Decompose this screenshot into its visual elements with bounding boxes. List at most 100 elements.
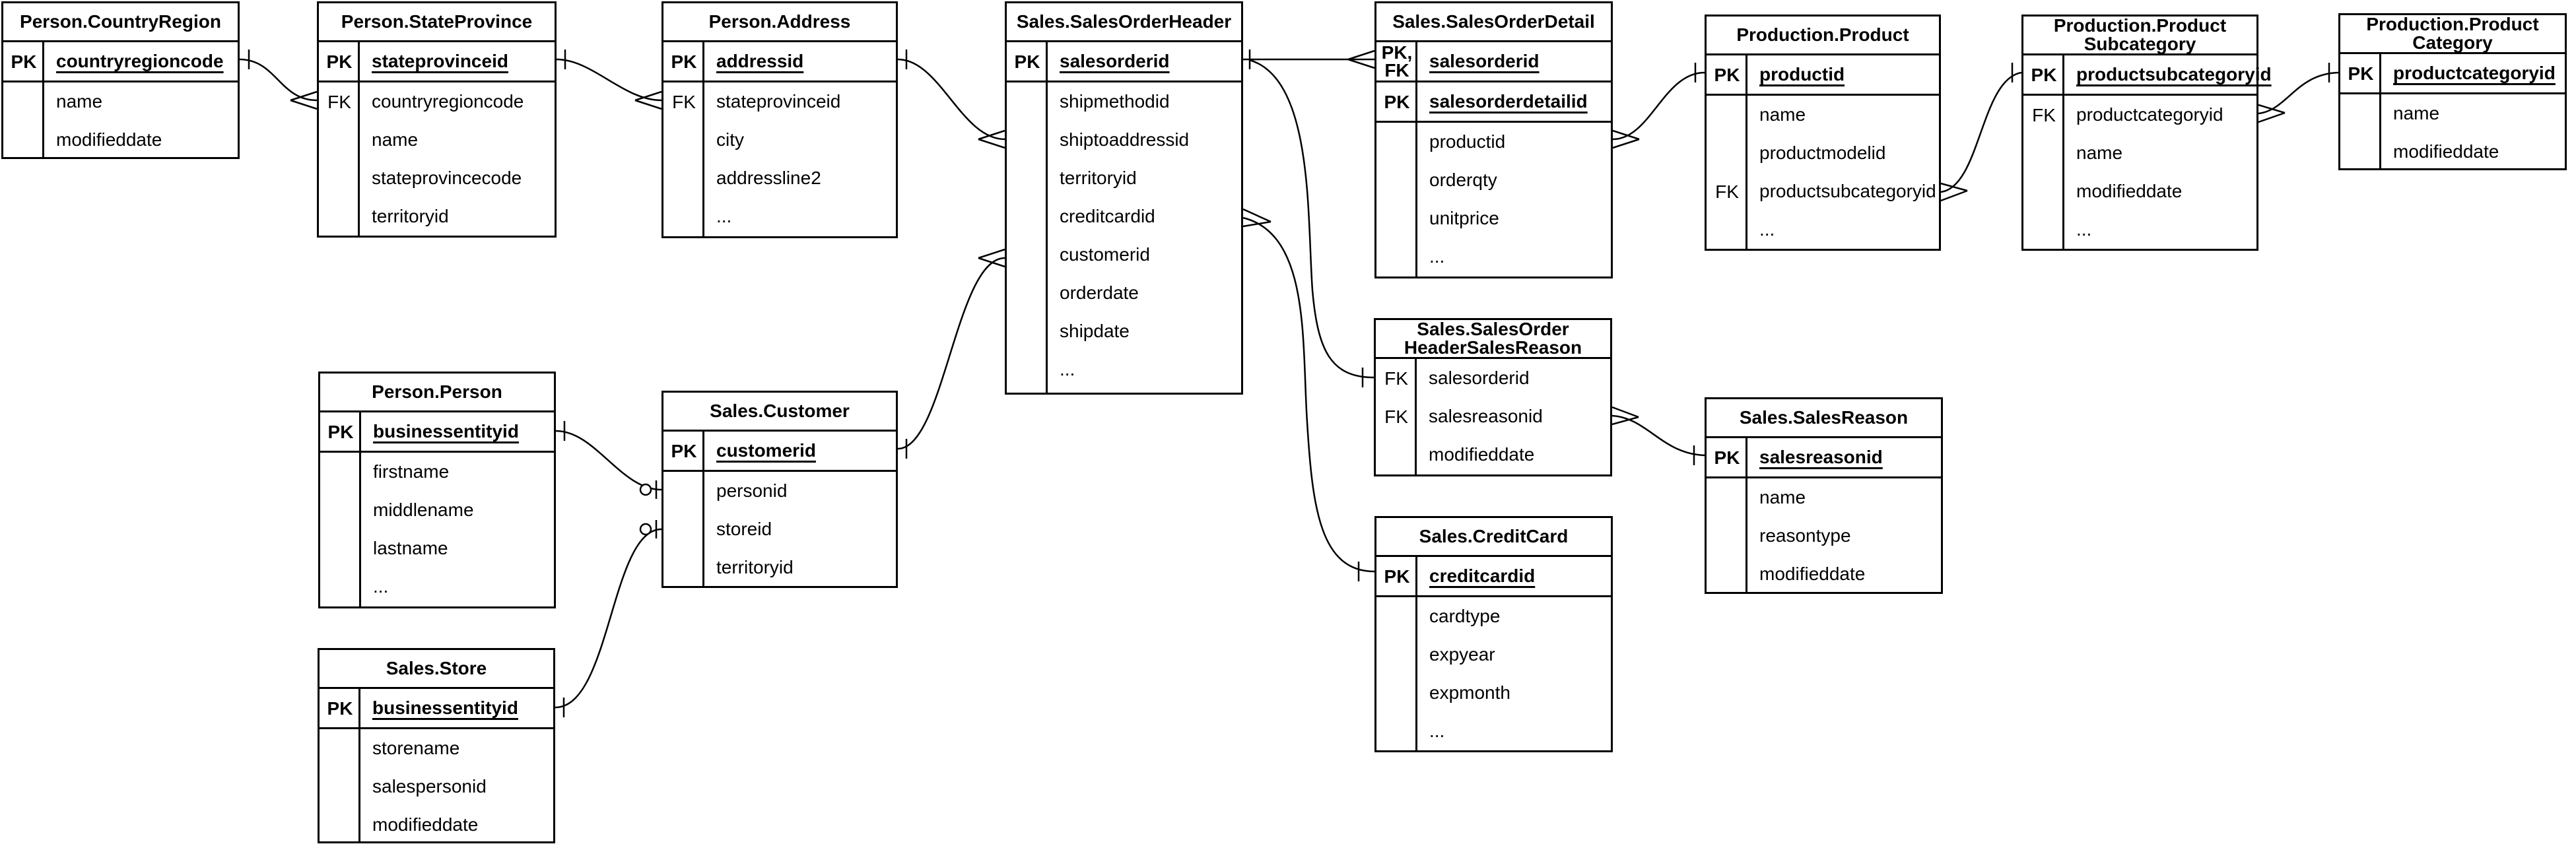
field-name: salesorderdetailid: [1429, 91, 1588, 112]
key-label: PK: [327, 698, 353, 719]
field-row: modifieddate: [2340, 133, 2565, 171]
key-label: PK: [1014, 51, 1040, 72]
field-row: reasontype: [1707, 517, 1941, 555]
table-title: Production.Product Subcategory: [2053, 15, 2227, 54]
field-row: ...: [663, 197, 896, 236]
table-title: Sales.SalesOrderHeader: [1016, 11, 1232, 32]
crow-foot: [634, 90, 662, 110]
field-row: shipdate: [1007, 312, 1241, 350]
field-name: name: [2393, 103, 2440, 123]
field-row: ...: [1376, 238, 1611, 276]
crow-foot: [2258, 104, 2286, 123]
field-name: productsubcategoryid: [1759, 181, 1936, 201]
field-row: storeid: [663, 510, 896, 548]
crow-foot: [290, 90, 318, 110]
table-title: Production.Product: [1736, 24, 1909, 45]
field-row: PK salesorderdetailid: [1376, 82, 1611, 121]
key-column-divider: [702, 40, 704, 236]
field-name: productcategoryid: [2393, 63, 2556, 83]
key-column-divider: [2379, 52, 2381, 168]
field-name: name: [372, 129, 419, 150]
key-label: PK: [1384, 91, 1410, 112]
key-label: FK: [672, 91, 696, 112]
field-row: ...: [2023, 211, 2256, 249]
table-title: Sales.SalesOrderDetail: [1392, 11, 1595, 32]
key-label: PK: [327, 421, 354, 442]
field-row: ...: [1707, 211, 1939, 249]
field-name: modifieddate: [56, 129, 162, 150]
rel-salesorderheader-salesorderdetail: [1243, 49, 1375, 69]
field-row: name: [1707, 478, 1941, 517]
rel-store-customer: [555, 520, 662, 717]
field-row: territoryid: [663, 548, 896, 587]
field-name: expyear: [1429, 644, 1495, 665]
field-name: modifieddate: [2076, 181, 2183, 201]
field-band: PK salesorderdetailid: [1376, 81, 1611, 121]
field-name: territoryid: [372, 206, 449, 226]
field-name: firstname: [373, 461, 450, 482]
field-name: salesorderid: [1429, 51, 1540, 71]
field-row: productmodelid: [1707, 134, 1939, 172]
field-name: storename: [372, 738, 460, 758]
field-name: expmonth: [1429, 682, 1510, 703]
key-label: PK: [1384, 566, 1410, 587]
field-row: name: [1707, 96, 1939, 134]
field-row: name: [2023, 134, 2256, 172]
rel-product-productsubcategory: [1940, 63, 2022, 202]
field-name: name: [56, 91, 103, 112]
field-row: orderdate: [1007, 274, 1241, 312]
field-row: territoryid: [1007, 159, 1241, 197]
field-row: shiptoaddressid: [1007, 121, 1241, 159]
field-row: productid: [1376, 123, 1611, 161]
field-band: name modifieddate: [2340, 92, 2565, 171]
field-name: ...: [1060, 359, 1075, 379]
key-column-divider: [1415, 555, 1417, 750]
field-row: creditcardid: [1007, 197, 1241, 236]
rel-countryregion-stateprovince: [239, 49, 318, 110]
table-title: Person.Person: [372, 381, 502, 402]
field-row: PK salesorderid: [1007, 42, 1241, 81]
field-name: reasontype: [1759, 525, 1851, 546]
field-name: ...: [1429, 721, 1445, 741]
key-label: PK: [11, 51, 37, 72]
field-row: modifieddate: [2023, 172, 2256, 211]
field-row: salespersonid: [320, 767, 553, 806]
field-name: shipdate: [1060, 321, 1130, 341]
field-row: stateprovincecode: [319, 159, 555, 197]
field-band: name modifieddate: [3, 81, 238, 159]
field-name: creditcardid: [1060, 206, 1155, 226]
field-row: cardtype: [1376, 597, 1611, 635]
field-name: productcategoryid: [2076, 104, 2223, 125]
field-row: expmonth: [1376, 674, 1611, 712]
field-name: territoryid: [1060, 168, 1137, 188]
field-name: stateprovinceid: [372, 51, 508, 71]
key-column-divider: [358, 40, 360, 236]
key-label: PK: [671, 51, 697, 72]
key-label: PK: [1714, 447, 1740, 468]
crow-foot: [1347, 49, 1375, 69]
field-name: salesorderid: [1060, 51, 1170, 71]
table-title: Sales.SalesReason: [1739, 407, 1909, 428]
